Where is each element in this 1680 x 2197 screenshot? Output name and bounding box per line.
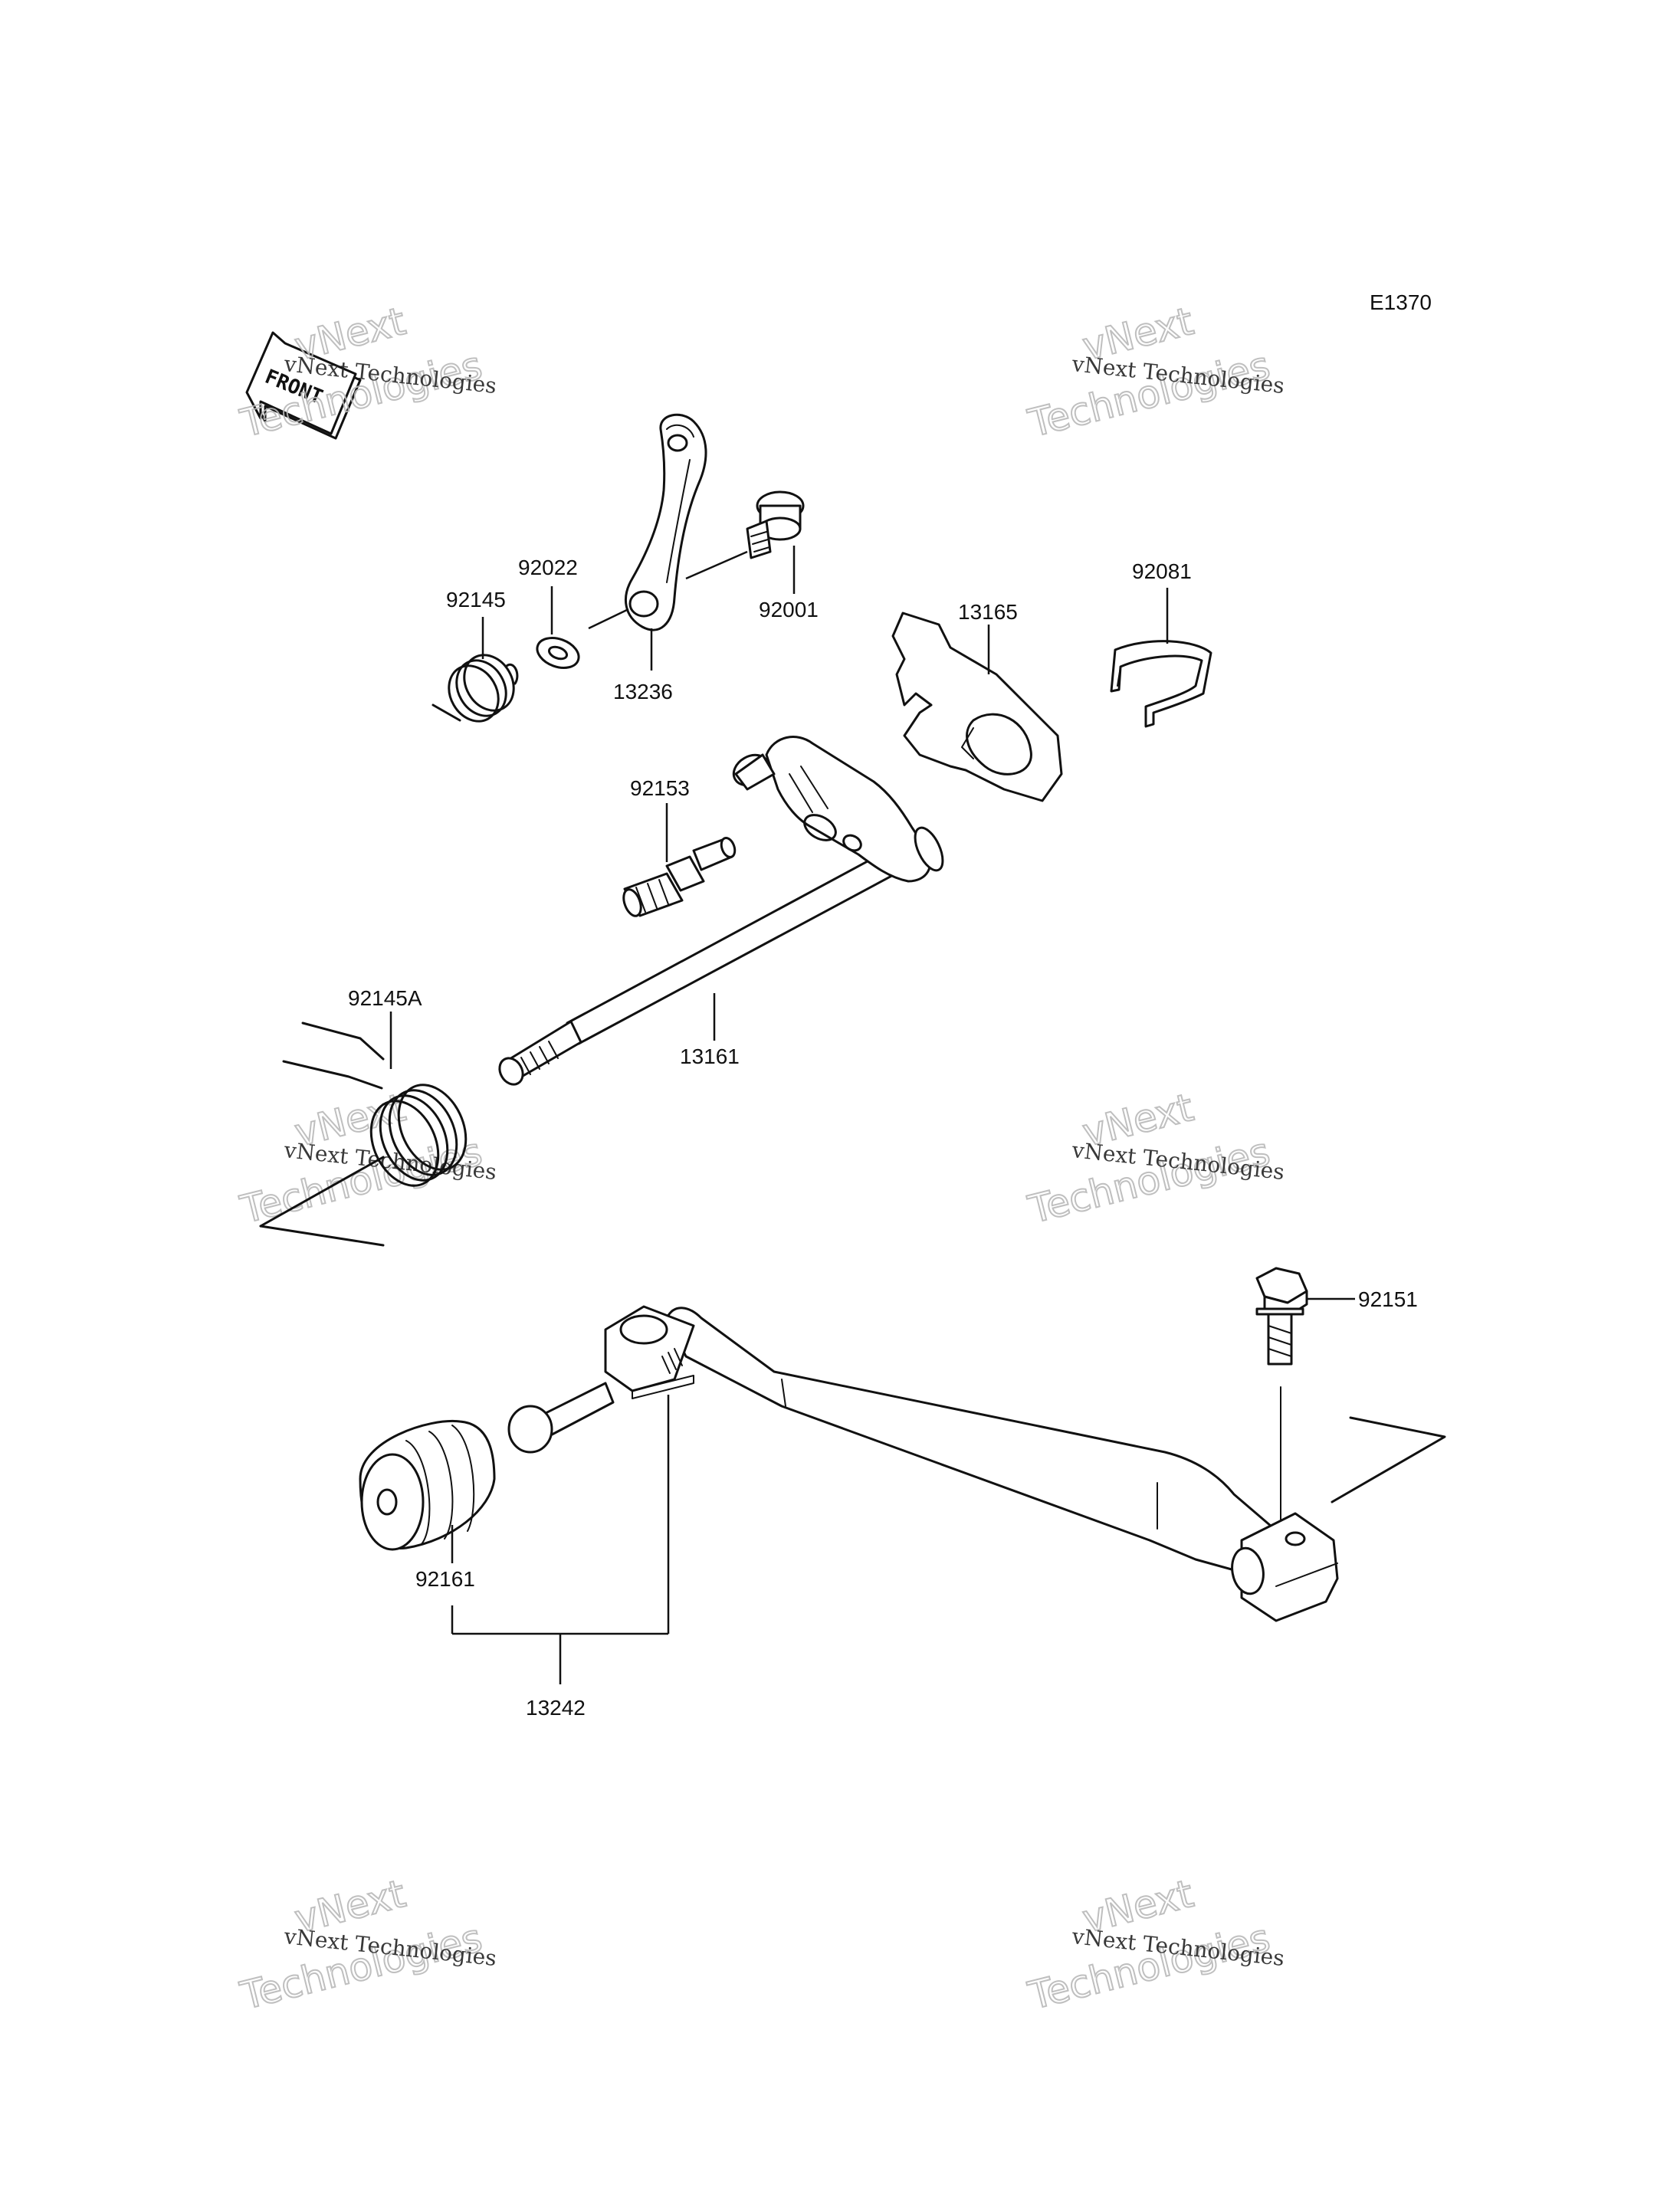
- part-92145-spring[interactable]: [431, 646, 523, 730]
- label-92153: 92153: [630, 776, 690, 800]
- part-92153-stud[interactable]: [620, 836, 737, 918]
- label-92161: 92161: [415, 1567, 475, 1591]
- part-92081-clip[interactable]: [1110, 640, 1212, 728]
- label-92151: 92151: [1358, 1287, 1418, 1311]
- part-92161-rubber[interactable]: [359, 1419, 496, 1551]
- label-92081: 92081: [1132, 559, 1192, 583]
- label-92145: 92145: [446, 588, 506, 612]
- front-arrow-icon: FRONT: [245, 331, 362, 440]
- label-92001: 92001: [759, 598, 819, 621]
- part-92022-washer[interactable]: [533, 633, 583, 674]
- part-13161-shift-shaft[interactable]: [495, 736, 948, 1089]
- label-13242: 13242: [526, 1696, 586, 1720]
- label-13161: 13161: [680, 1044, 740, 1068]
- part-13165-plate[interactable]: [891, 612, 1063, 802]
- label-92145A: 92145A: [348, 986, 422, 1010]
- part-92151-bolt[interactable]: [1255, 1267, 1308, 1366]
- part-92001-bolt[interactable]: [746, 490, 805, 559]
- label-92022: 92022: [518, 556, 578, 579]
- part-13236-shift-arm[interactable]: [624, 413, 707, 631]
- part-13242-shift-pedal[interactable]: [507, 1305, 1339, 1622]
- diagram-code: E1370: [1370, 290, 1432, 314]
- part-92145A-return-spring[interactable]: [259, 1021, 479, 1247]
- watermark: vNext Technologies vNext Technologies vN…: [235, 298, 1285, 2019]
- label-13165: 13165: [958, 600, 1018, 624]
- label-13236: 13236: [613, 680, 673, 703]
